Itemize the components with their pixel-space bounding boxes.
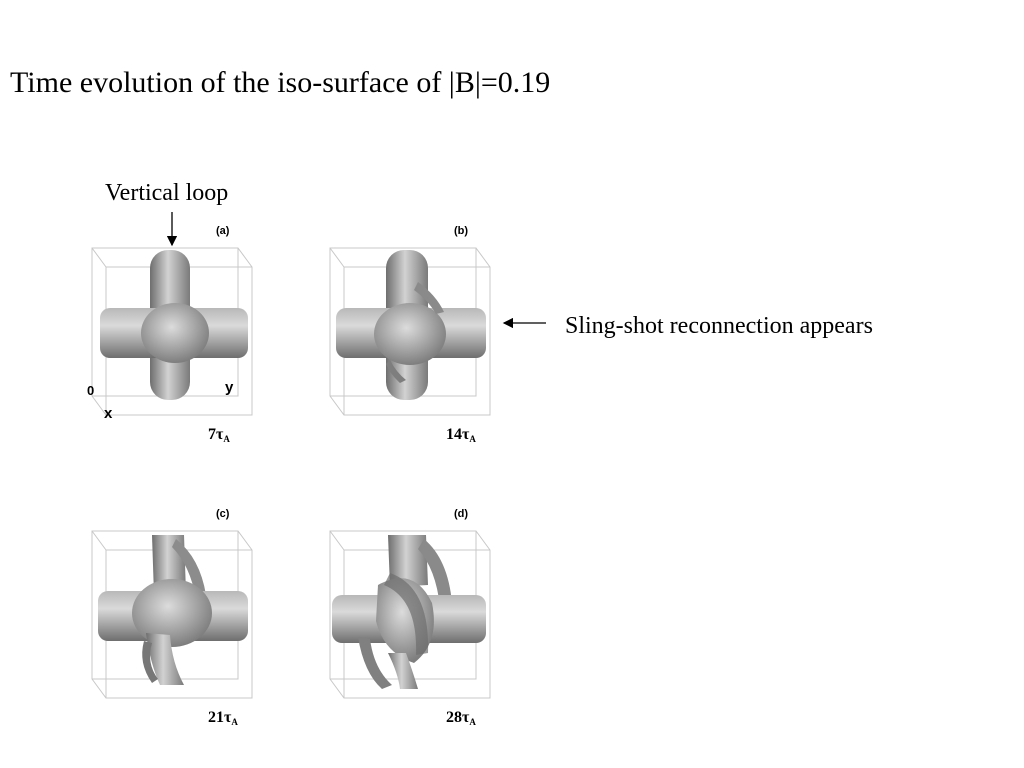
- axis-x-label: x: [104, 405, 113, 422]
- panel-label: (c): [216, 508, 230, 520]
- vertical-tube-lower: [388, 653, 418, 689]
- isosurface-a: [91, 247, 253, 416]
- time-label: 7τA: [208, 426, 230, 444]
- isosurface-b: [329, 247, 491, 416]
- junction: [141, 303, 209, 363]
- vertical-loop-annotation: Vertical loop: [105, 180, 229, 206]
- panel-label: (b): [454, 225, 469, 237]
- axis-y-label: y: [225, 379, 234, 396]
- reconnection-strand: [418, 539, 452, 607]
- panel-d: (d) 28τA: [318, 503, 518, 753]
- slide-title: Time evolution of the iso-surface of |B|…: [10, 66, 551, 99]
- panel-label: (a): [216, 225, 230, 237]
- reconnection-strand: [386, 360, 406, 383]
- panel-label: (d): [454, 508, 469, 520]
- vertical-tube-lower: [146, 633, 184, 685]
- reconnection-strand: [414, 282, 444, 314]
- vertical-tube-upper: [388, 535, 428, 587]
- panel-c: (c) 21τA: [80, 503, 280, 753]
- junction: [374, 303, 446, 365]
- panel-a: (a) 7τA 0 y x: [80, 220, 280, 470]
- reconnection-strand: [358, 637, 392, 689]
- panel-b: (b) 14τA: [318, 220, 518, 470]
- isosurface-c: [91, 530, 253, 699]
- junction: [132, 579, 212, 647]
- reconnection-strand: [142, 641, 158, 683]
- sling-shot-annotation: Sling-shot reconnection appears: [565, 313, 873, 339]
- reconnection-strand: [172, 539, 206, 599]
- time-label: 21τA: [208, 709, 238, 727]
- bounding-box: [91, 530, 253, 699]
- isosurface-d: [329, 530, 491, 699]
- twist-band: [384, 573, 429, 655]
- time-label: 14τA: [446, 426, 476, 444]
- time-label: 28τA: [446, 709, 476, 727]
- axis-origin-label: 0: [87, 383, 95, 398]
